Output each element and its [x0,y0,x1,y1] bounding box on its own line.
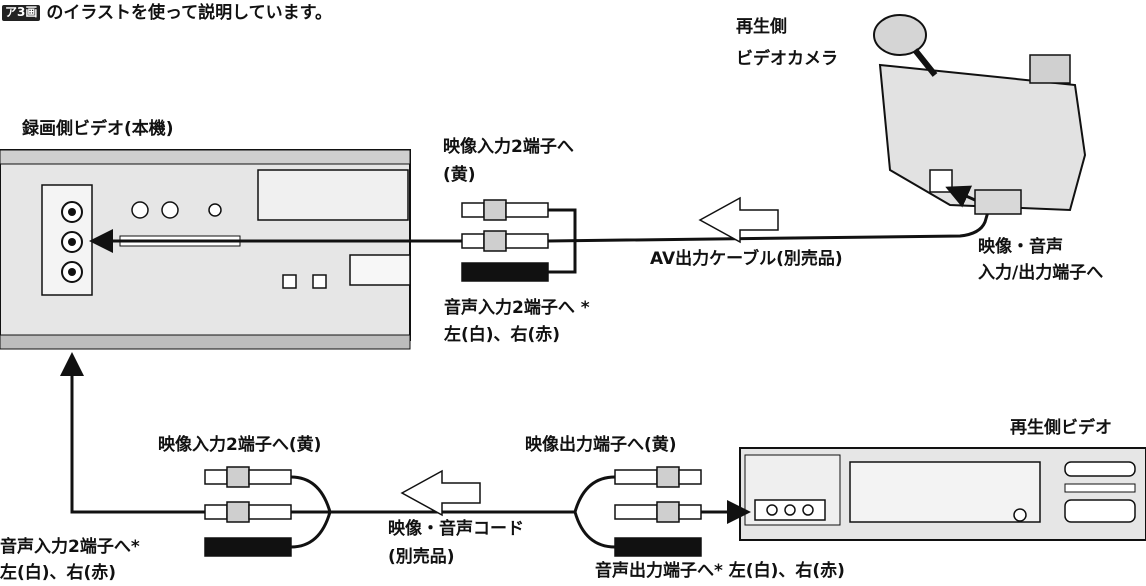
camera-cable [89,185,1022,282]
cam-video-in-label-line2: (黄) [443,165,476,185]
vcr-video-out-label: 映像出力端子へ(黄) [525,435,677,455]
av-cord [60,352,751,557]
vcr-audio-in-label-line2: 左(白)、右(赤) [0,563,117,583]
recorder-label: 録画側ビデオ(本機) [22,119,174,139]
camera-jack-label-line2: 入力/出力端子へ [978,263,1104,283]
camera-label-line1: 再生側 [736,17,787,37]
intro-note: ア3画のイラストを使って説明しています。 [2,2,332,24]
cam-audio-in-label-line1: 音声入力2端子へ * [444,298,590,318]
player-vcr [739,447,1146,541]
rca-plug-top [461,199,549,221]
vcr-audio-in-label-line1: 音声入力2端子へ* [0,537,140,557]
av-cord-label-line1: 映像・音声コード [388,519,524,539]
rca-plug-bottom [461,262,549,282]
rca-plug-middle [461,230,549,252]
vcr-video-in-label: 映像入力2端子へ(黄) [158,435,322,455]
recorder-vcr [0,149,411,350]
camera-label-line2: ビデオカメラ [736,49,838,69]
vcr-audio-out-label: 音声出力端子へ* 左(白)、右(赤) [595,561,845,581]
intro-text: のイラストを使って説明しています。 [46,3,332,23]
av-cord-label-line2: (別売品) [388,547,455,567]
player-label: 再生側ビデオ [1010,418,1112,438]
cam-video-in-label-line1: 映像入力2端子へ [443,137,574,157]
camera-jack-label-line1: 映像・音声 [978,237,1063,257]
camcorder [873,14,1087,212]
cam-audio-in-label-line2: 左(白)、右(赤) [444,325,561,345]
av-output-cable-label: AV出力ケーブル(別売品) [650,249,843,269]
page-ref-badge: ア3画 [2,5,41,21]
